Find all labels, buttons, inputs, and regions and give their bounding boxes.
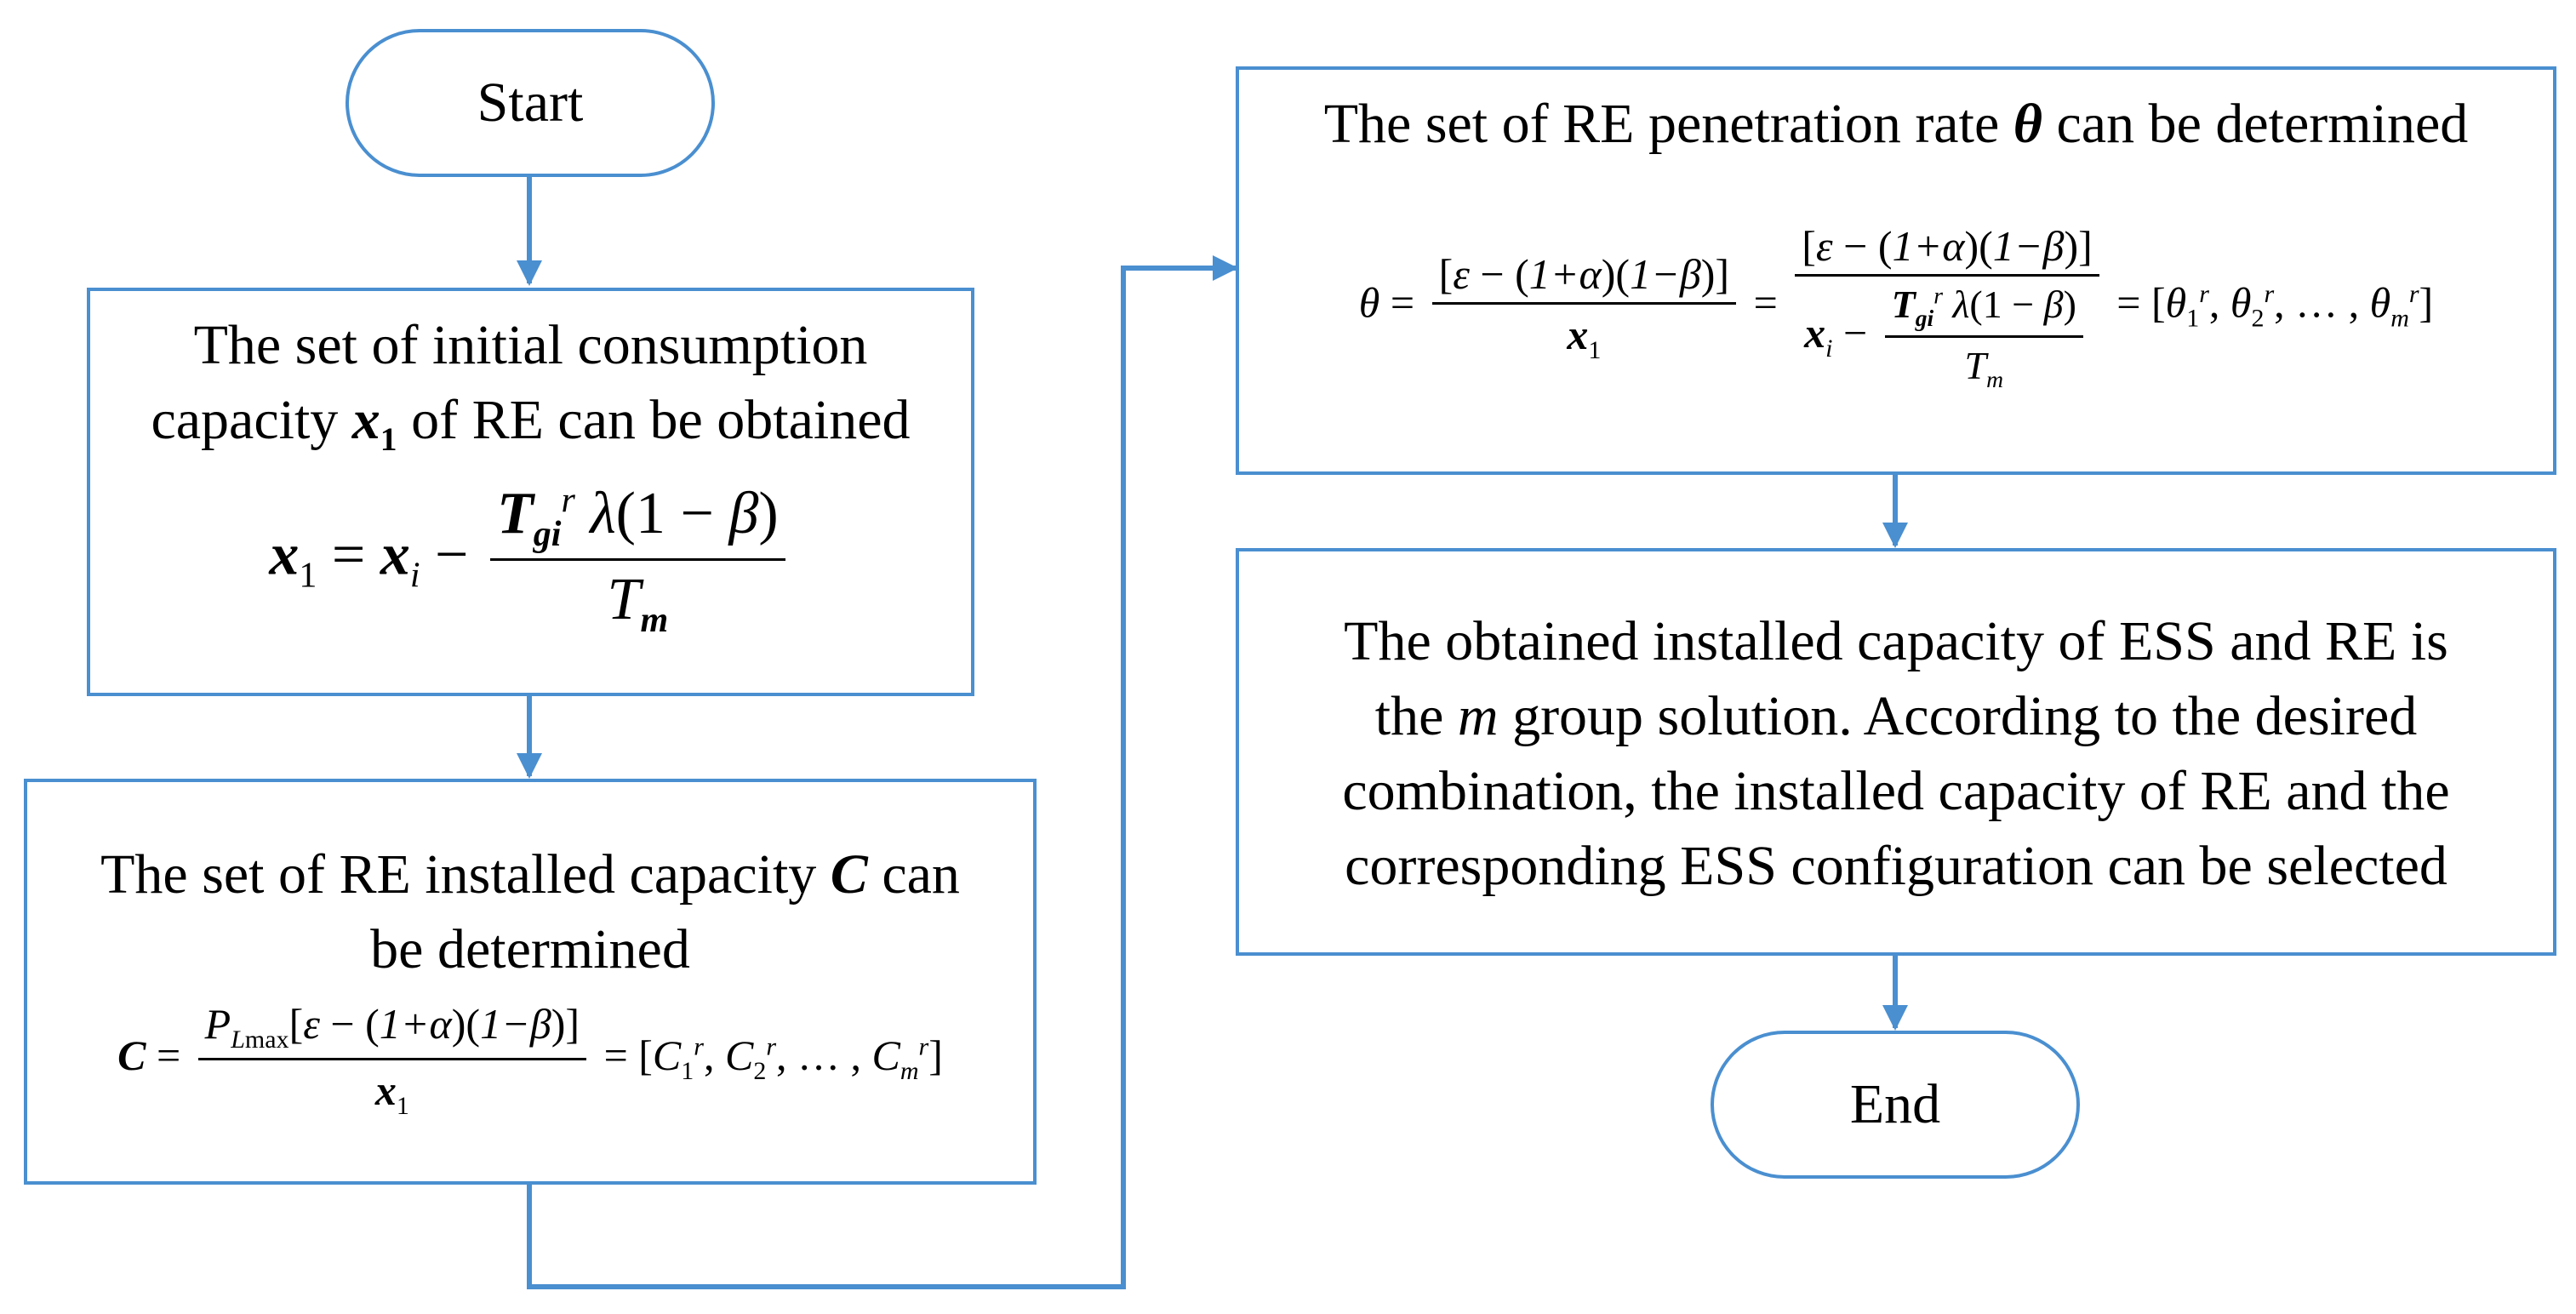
step2-line1: The set of RE installed capacity C can [100,843,960,906]
step1-formula: x1 = xi − Tgir λ(1 − β)Tm [90,480,971,641]
end-node: End [1711,1031,2080,1179]
step4-box: The obtained installed capacity of ESS a… [1236,548,2556,956]
start-node: Start [346,29,715,177]
step3-box: The set of RE penetration rate θ can be … [1236,66,2556,475]
step2-box: The set of RE installed capacity C can b… [24,779,1037,1185]
step4-line3: combination, the installed capacity of R… [1342,760,2450,822]
step2-line2: be determined [370,918,690,980]
step1-line2: capacity x1 of RE can be obtained [151,389,911,459]
step4-line2: the m group solution. According to the d… [1374,685,2418,747]
end-label: End [1849,1073,1941,1135]
step1-line1: The set of initial consumption [193,314,868,376]
step3-line1: The set of RE penetration rate θ can be … [1323,93,2469,155]
step4-line4: corresponding ESS configuration can be s… [1345,835,2447,897]
step3-formula: θ = [ε − (1+α)(1−β)]x1 = [ε − (1+α)(1−β)… [1358,222,2434,393]
step2-formula: C = PLmax[ε − (1+α)(1−β)]x1 = [C1r, C2r,… [117,1000,943,1120]
step1-box: The set of initial consumption capacity … [87,288,974,696]
start-label: Start [477,71,584,134]
step4-line1: The obtained installed capacity of ESS a… [1344,610,2448,672]
arrow-step2-to-step3 [527,255,1238,1289]
